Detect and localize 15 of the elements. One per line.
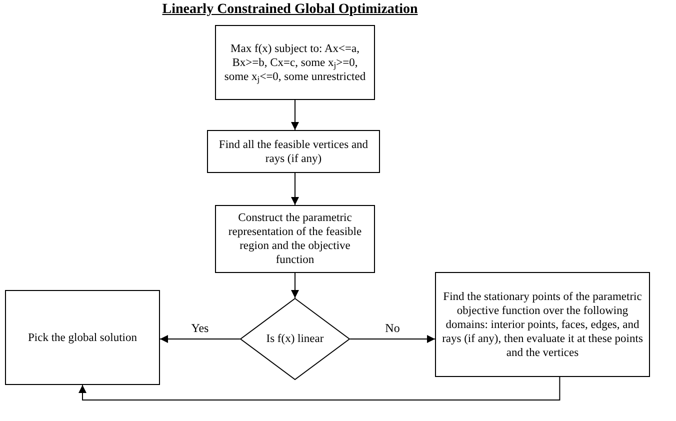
diagram-title: Linearly Constrained Global Optimization bbox=[161, 1, 419, 19]
decision-diamond: Is f(x) linear bbox=[240, 298, 350, 380]
arrow bbox=[78, 376, 560, 400]
process-box: Construct the parametric representation of the feasible region and the objective function bbox=[215, 205, 375, 273]
arrow bbox=[291, 172, 299, 206]
arrow bbox=[291, 272, 299, 298]
process-box: Find the stationary points of the parametric objective function over the following domains: interior points, faces, edges, and rays (if any), then evaluate it at these points and the vertices bbox=[435, 272, 650, 377]
process-box: Pick the global solution bbox=[5, 290, 160, 385]
process-box: Max f(x) subject to: Ax<=a, Bx>=b, Cx=c, some x$_{j}$>=0, some x$_{j}$<=0, some unrestricted bbox=[215, 25, 375, 100]
edge-label: Yes bbox=[190, 321, 210, 335]
arrow bbox=[291, 100, 299, 130]
arrow bbox=[160, 335, 240, 343]
edge-label: No bbox=[384, 321, 401, 335]
arrow bbox=[350, 335, 436, 343]
process-box: Find all the feasible vertices and rays (if any) bbox=[207, 130, 380, 173]
